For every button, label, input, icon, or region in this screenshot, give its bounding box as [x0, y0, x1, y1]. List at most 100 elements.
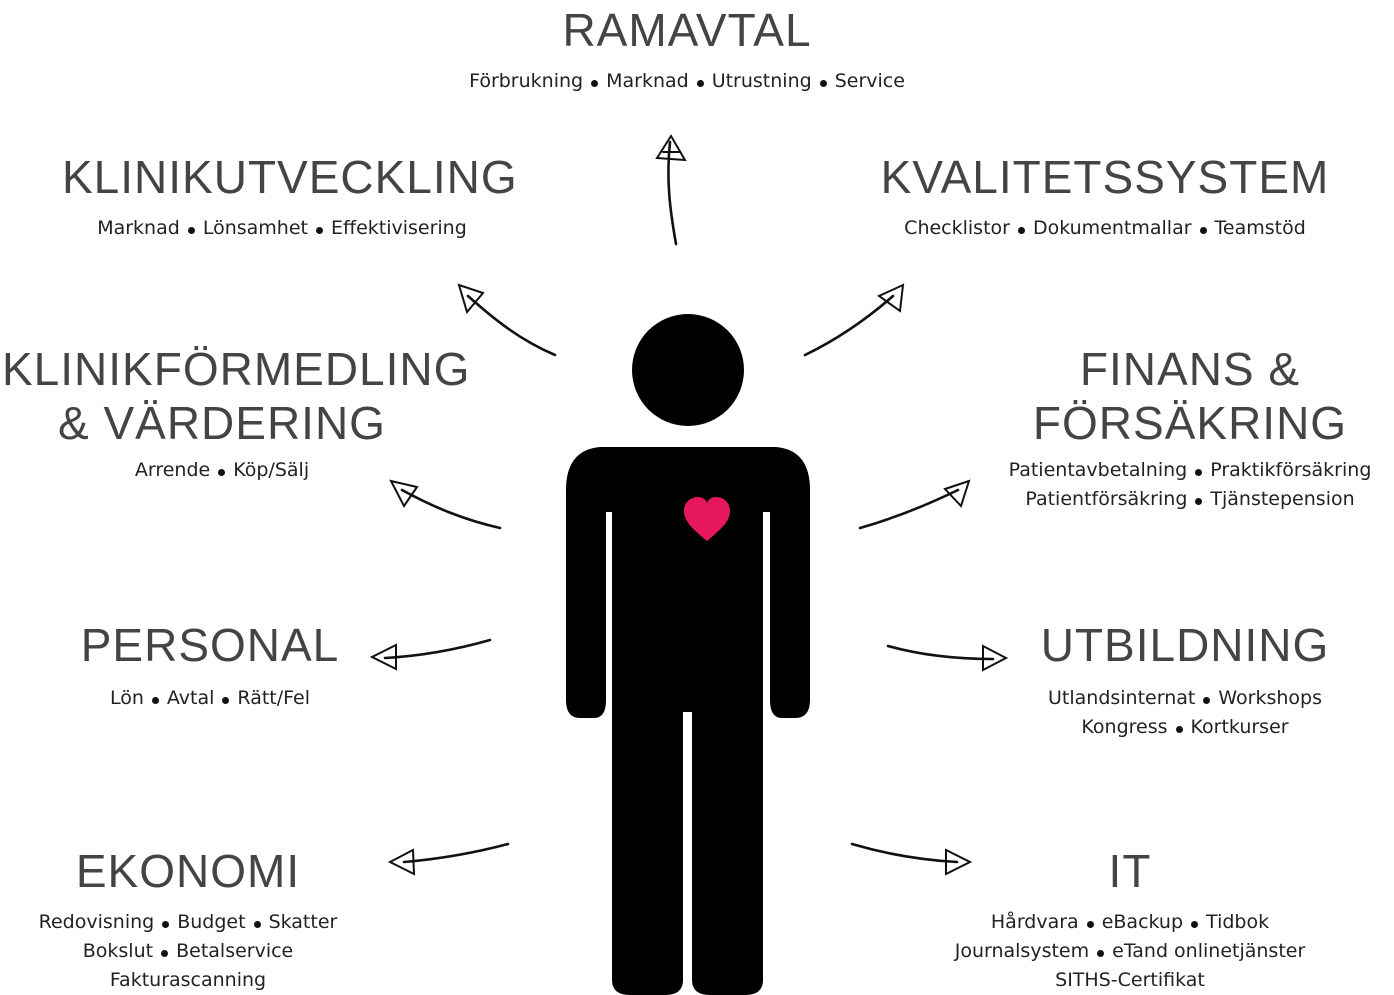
topic-item: Marknad	[97, 217, 180, 239]
arrow-left	[383, 638, 492, 660]
topic-item-line: Journalsystem eTand onlinetjänster	[935, 937, 1325, 966]
topic-title: RAMAVTAL	[562, 4, 812, 56]
bullet-icon	[222, 697, 230, 704]
arrow-mid-left	[400, 488, 502, 530]
topic-item: Tidbok	[1206, 911, 1270, 933]
topic-item-line: Patientavbetalning Praktikförsäkring	[995, 456, 1385, 485]
arrow-upper-left	[466, 294, 557, 357]
topic-item: Skatter	[268, 911, 338, 933]
topic-item: Checklistor	[904, 217, 1010, 239]
topic-item: Kortkurser	[1190, 716, 1289, 738]
arrow-mid-right-head	[943, 479, 971, 508]
topic-item: Redovisning	[38, 911, 155, 933]
topic-item-line: Hårdvara eBackup Tidbok	[935, 908, 1325, 937]
arrow-up-head	[655, 134, 687, 162]
bullet-icon	[253, 921, 261, 928]
topic-kvalitetssystem: KVALITETSSYSTEM Checklistor Dokumentmalla…	[880, 150, 1330, 243]
topic-item: Praktikförsäkring	[1210, 459, 1372, 481]
arrow-mid-left-head	[389, 479, 419, 508]
arrow-upper-right-head	[877, 283, 905, 313]
bullet-icon	[1203, 697, 1211, 704]
bullet-icon	[187, 227, 195, 234]
topic-item: Dokumentmallar	[1032, 217, 1192, 239]
topic-item: Avtal	[166, 687, 215, 709]
topic-item: Fakturascanning	[109, 969, 267, 991]
bullet-icon	[1086, 921, 1094, 928]
arrow-lower-left-head	[387, 848, 416, 876]
topic-item: eBackup	[1101, 911, 1184, 933]
topic-item: Kongress	[1081, 716, 1168, 738]
bullet-icon	[819, 80, 827, 87]
arrow-right	[886, 644, 995, 661]
heart-icon	[684, 497, 730, 541]
topic-item-line: Kongress Kortkurser	[1025, 713, 1345, 742]
arrow-right-head	[982, 644, 1009, 672]
topic-item-line: Checklistor Dokumentmallar Teamstöd	[880, 214, 1330, 243]
topic-title: EKONOMI	[75, 845, 301, 897]
bullet-icon	[1017, 227, 1025, 234]
topic-item: eTand onlinetjänster	[1112, 940, 1306, 962]
topic-item: Lönsamhet	[202, 217, 308, 239]
bullet-icon	[1195, 498, 1203, 505]
topic-item: Hårdvara	[990, 911, 1079, 933]
topic-item: Patientavbetalning	[1008, 459, 1188, 481]
topic-items: Checklistor Dokumentmallar Teamstöd	[880, 214, 1330, 243]
bullet-icon	[218, 469, 226, 476]
topic-item-line: Bokslut Betalservice	[18, 937, 358, 966]
topic-item: Workshops	[1218, 687, 1322, 709]
topic-item: Service	[834, 70, 905, 92]
bullet-icon	[1175, 726, 1183, 733]
topic-item: Teamstöd	[1214, 217, 1306, 239]
topic-item: Köp/Sälj	[233, 459, 310, 481]
bullet-icon	[161, 950, 169, 957]
topic-item: Bokslut	[82, 940, 154, 962]
arrow-mid-right	[858, 488, 960, 530]
topic-item: Journalsystem	[954, 940, 1090, 962]
bullet-icon	[696, 80, 704, 87]
topic-item-line: Marknad Lönsamhet Effektivisering	[62, 214, 502, 243]
bullet-icon	[162, 921, 170, 928]
topic-item-line: Redovisning Budget Skatter	[18, 908, 358, 937]
topic-item: Budget	[177, 911, 246, 933]
topic-title: KVALITETSSYSTEM	[880, 151, 1330, 203]
topic-item: SITHS-Certifikat	[1055, 969, 1205, 991]
topic-item: Effektivisering	[330, 217, 467, 239]
topic-item-line: SITHS-Certifikat	[935, 966, 1325, 995]
topic-items: Marknad Lönsamhet Effektivisering	[62, 214, 502, 243]
topic-title: KLINIKFÖRMEDLING & VÄRDERING	[2, 343, 471, 449]
arrow-upper-left-head	[457, 283, 485, 315]
arrow-left-head	[369, 643, 397, 671]
topic-item-line: Fakturascanning	[18, 966, 358, 995]
topic-item: Betalservice	[176, 940, 294, 962]
person-figure	[566, 314, 810, 995]
topic-finans: FINANS & FÖRSÄKRING Patientavbetalning Pr…	[995, 342, 1385, 514]
person-head	[632, 314, 744, 426]
topic-item: Tjänstepension	[1210, 488, 1355, 510]
arrow-up	[667, 140, 678, 246]
arrow-upper-right	[803, 294, 895, 357]
bullet-icon	[591, 80, 599, 87]
topic-item: Utrustning	[711, 70, 812, 92]
bullet-icon	[1097, 950, 1105, 957]
bullet-icon	[151, 697, 159, 704]
topic-item: Förbrukning	[469, 70, 584, 92]
bullet-icon	[315, 227, 323, 234]
topic-title: FINANS & FÖRSÄKRING	[1032, 343, 1348, 449]
topic-item: Rätt/Fel	[237, 687, 310, 709]
